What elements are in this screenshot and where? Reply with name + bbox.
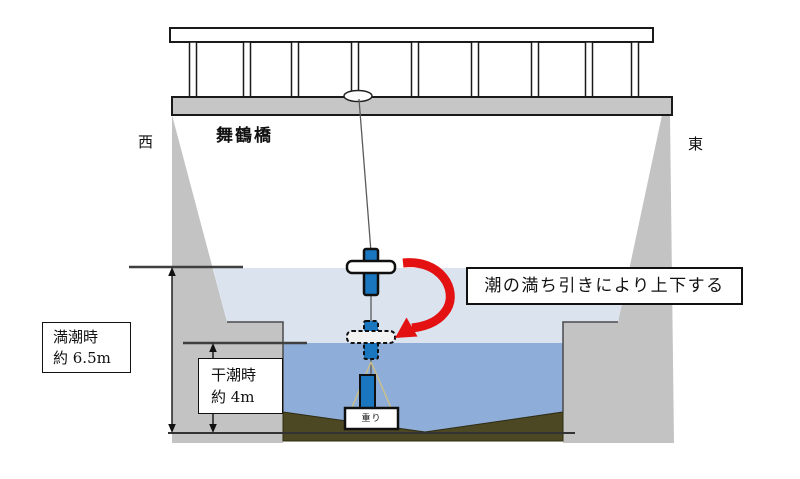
- high-tide-label-line2: 約 6.5m: [53, 349, 111, 367]
- bridle-line-right: [370, 361, 393, 411]
- high-tide-label-box: 満潮時 約 6.5m: [42, 322, 131, 373]
- bridge-structure: [169, 27, 673, 116]
- bridge-railing-top: [169, 27, 654, 43]
- bridge-railing-posts: [188, 41, 640, 98]
- direction-label-east: 東: [688, 135, 704, 153]
- east-wall-step-edge: [562, 321, 618, 412]
- float-low-position-ghost: [346, 320, 396, 360]
- high-tide-range-arrow: [168, 267, 176, 433]
- low-tide-label-line2: 約 4m: [211, 388, 255, 406]
- pulley-icon: [343, 89, 373, 103]
- weight-label: 重り: [361, 414, 382, 424]
- low-tide-label-line1: 干潮時: [211, 366, 257, 384]
- west-wall-step-edge: [227, 321, 284, 412]
- direction-label-west: 西: [138, 133, 154, 151]
- bridge-name-label: 舞鶴橋: [216, 126, 273, 146]
- float-high-position: [345, 247, 397, 297]
- low-tide-label-box: 干潮時 約 4m: [198, 358, 283, 414]
- bridge-deck: [171, 96, 673, 116]
- up-down-motion-arrow: [395, 258, 455, 338]
- east-quay-wall: [563, 115, 674, 443]
- high-tide-label-line1: 満潮時: [53, 328, 99, 346]
- anchor-weight-box: [343, 406, 400, 431]
- callout-box: 潮の満ち引きにより上下する: [466, 267, 743, 305]
